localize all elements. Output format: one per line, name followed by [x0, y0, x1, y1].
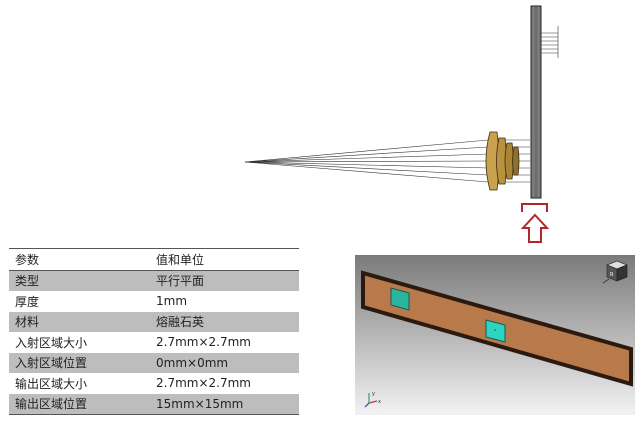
- table-row: 类型 平行平面: [9, 270, 299, 291]
- lens-group: [485, 131, 520, 191]
- param-name: 输出区域位置: [15, 397, 88, 412]
- param-value: 0mm×0mm: [156, 355, 229, 370]
- table-header-row: 参数 值和单位: [9, 248, 299, 270]
- param-value: 平行平面: [156, 274, 205, 289]
- output-region[interactable]: [485, 319, 506, 343]
- up-arrow-icon: [520, 213, 550, 243]
- table-row: 厚度 1mm: [9, 291, 299, 312]
- svg-text:R: R: [610, 272, 614, 278]
- output-rays: [541, 26, 559, 58]
- parameter-table: 参数 值和单位 类型 平行平面 厚度 1mm 材料 熔融石英 入射区域大小 2.…: [9, 248, 299, 415]
- param-name: 输出区域大小: [15, 376, 88, 391]
- table-row: 入射区域位置 0mm×0mm: [9, 352, 299, 373]
- table-row: 材料 熔融石英: [9, 311, 299, 332]
- input-region[interactable]: [390, 287, 410, 311]
- param-name: 入射区域大小: [15, 335, 88, 350]
- param-value: 2.7mm×2.7mm: [156, 376, 251, 391]
- axis-triad-icon: y x: [364, 391, 381, 408]
- param-value: 2.7mm×2.7mm: [156, 335, 251, 350]
- plate-bracket: [521, 203, 548, 212]
- param-value: 1mm: [156, 294, 188, 309]
- param-name: 厚度: [15, 294, 40, 309]
- table-row: 入射区域大小 2.7mm×2.7mm: [9, 332, 299, 353]
- param-name: 入射区域位置: [15, 356, 88, 371]
- view-cube-icon[interactable]: R: [602, 260, 628, 284]
- svg-text:y: y: [372, 391, 375, 397]
- param-name: 材料: [15, 315, 40, 330]
- param-value: 15mm×15mm: [156, 396, 244, 411]
- header-param: 参数: [15, 252, 40, 267]
- 3d-viewport[interactable]: R y x: [355, 255, 635, 415]
- param-value: 熔融石英: [156, 315, 205, 330]
- param-name: 类型: [15, 274, 40, 289]
- optical-layout-diagram: [244, 5, 559, 243]
- table-row: 输出区域大小 2.7mm×2.7mm: [9, 373, 299, 394]
- table-row: 输出区域位置 15mm×15mm: [9, 393, 299, 415]
- header-value: 值和单位: [156, 252, 205, 267]
- svg-text:x: x: [378, 399, 381, 405]
